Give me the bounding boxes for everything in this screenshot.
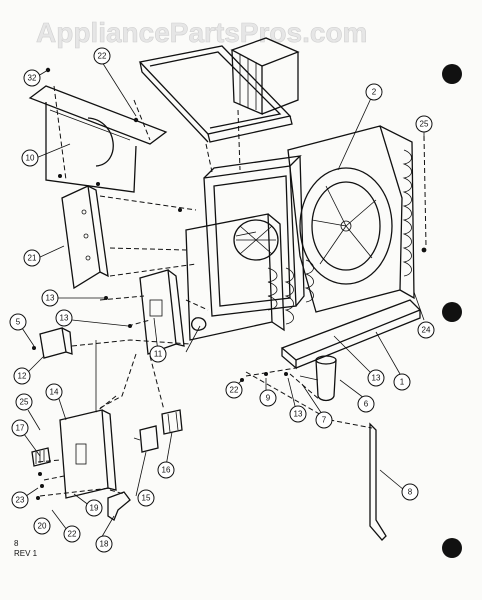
callout-15: 15 [137, 489, 155, 507]
svg-text:11: 11 [154, 350, 163, 359]
base-pan-part [280, 299, 422, 370]
callout-25-a: 25 [15, 393, 33, 411]
switch-part [39, 327, 73, 359]
callout-18: 18 [95, 535, 113, 553]
callout-13-d: 13 [289, 405, 307, 423]
callout-2: 2 [365, 83, 383, 101]
svg-text:22: 22 [68, 530, 77, 539]
left-top-panel-part [28, 85, 168, 193]
svg-text:18: 18 [100, 540, 109, 549]
revision-label: REV 1 [14, 549, 38, 558]
svg-text:23: 23 [16, 496, 25, 505]
callout-32: 32 [23, 69, 41, 87]
svg-text:7: 7 [322, 416, 327, 425]
evaporator-coil-part [185, 213, 314, 341]
callout-13-b: 13 [55, 309, 73, 327]
svg-text:22: 22 [98, 52, 107, 61]
svg-text:32: 32 [28, 74, 37, 83]
screws [32, 67, 427, 500]
svg-text:9: 9 [266, 394, 271, 403]
callout-12: 12 [13, 367, 31, 385]
svg-text:21: 21 [28, 254, 37, 263]
callout-17: 17 [11, 419, 29, 437]
svg-text:20: 20 [38, 522, 47, 531]
control-panel-part [59, 340, 117, 499]
svg-text:14: 14 [50, 388, 59, 397]
drain-tube-part [369, 422, 387, 541]
svg-text:12: 12 [18, 372, 27, 381]
callout-13-c: 13 [367, 369, 385, 387]
assembly-lines [37, 85, 427, 497]
callout-8: 8 [401, 483, 419, 501]
unit-housing-part [203, 155, 305, 317]
callout-leaders [21, 61, 425, 541]
callout-6: 6 [357, 395, 375, 413]
callout-22-b: 22 [63, 525, 81, 543]
svg-text:17: 17 [16, 424, 25, 433]
watermark-text: AppliancePartsPros.com [36, 17, 367, 48]
svg-text:13: 13 [60, 314, 69, 323]
svg-text:25: 25 [20, 398, 29, 407]
callout-16: 16 [157, 461, 175, 479]
top-cover-part [230, 37, 300, 115]
callout-19: 19 [85, 499, 103, 517]
registration-dot-middle [442, 302, 462, 322]
svg-text:8: 8 [408, 488, 413, 497]
control-bracket-part [139, 269, 185, 355]
callout-24: 24 [417, 321, 435, 339]
callout-20: 20 [33, 517, 51, 535]
capacitor-part [299, 355, 337, 402]
revision-number: 8 [14, 539, 19, 548]
grommet-part [190, 317, 207, 331]
knob-part [31, 447, 51, 467]
svg-text:10: 10 [26, 154, 35, 163]
callout-9: 9 [259, 389, 277, 407]
callout-1: 1 [393, 373, 411, 391]
thermostat-part [161, 409, 183, 435]
callout-10: 10 [21, 149, 39, 167]
svg-text:13: 13 [46, 294, 55, 303]
svg-text:24: 24 [422, 326, 431, 335]
svg-text:13: 13 [372, 374, 381, 383]
callout-22-c: 22 [225, 381, 243, 399]
relay-part [133, 425, 159, 453]
svg-text:19: 19 [90, 504, 99, 513]
registration-dot-bottom [442, 538, 462, 558]
callout-22-a: 22 [93, 47, 111, 65]
callout-7: 7 [315, 411, 333, 429]
svg-text:13: 13 [294, 410, 303, 419]
svg-text:16: 16 [162, 466, 171, 475]
callout-13-a: 13 [41, 289, 59, 307]
registration-dot-top [442, 64, 462, 84]
callout-25-b: 25 [415, 115, 433, 133]
callout-14: 14 [45, 383, 63, 401]
svg-text:2: 2 [372, 88, 377, 97]
condenser-coil-part [379, 125, 415, 300]
callout-23: 23 [11, 491, 29, 509]
mounting-bracket-part [107, 491, 131, 521]
svg-text:5: 5 [16, 318, 21, 327]
svg-text:15: 15 [142, 494, 151, 503]
svg-text:1: 1 [400, 378, 405, 387]
side-bracket-part [61, 185, 109, 290]
callout-11: 11 [149, 345, 167, 363]
top-rail-part [138, 45, 293, 143]
callout-21: 21 [23, 249, 41, 267]
callout-5: 5 [9, 313, 27, 331]
svg-text:25: 25 [420, 120, 429, 129]
svg-text:6: 6 [364, 400, 369, 409]
svg-text:22: 22 [230, 386, 239, 395]
